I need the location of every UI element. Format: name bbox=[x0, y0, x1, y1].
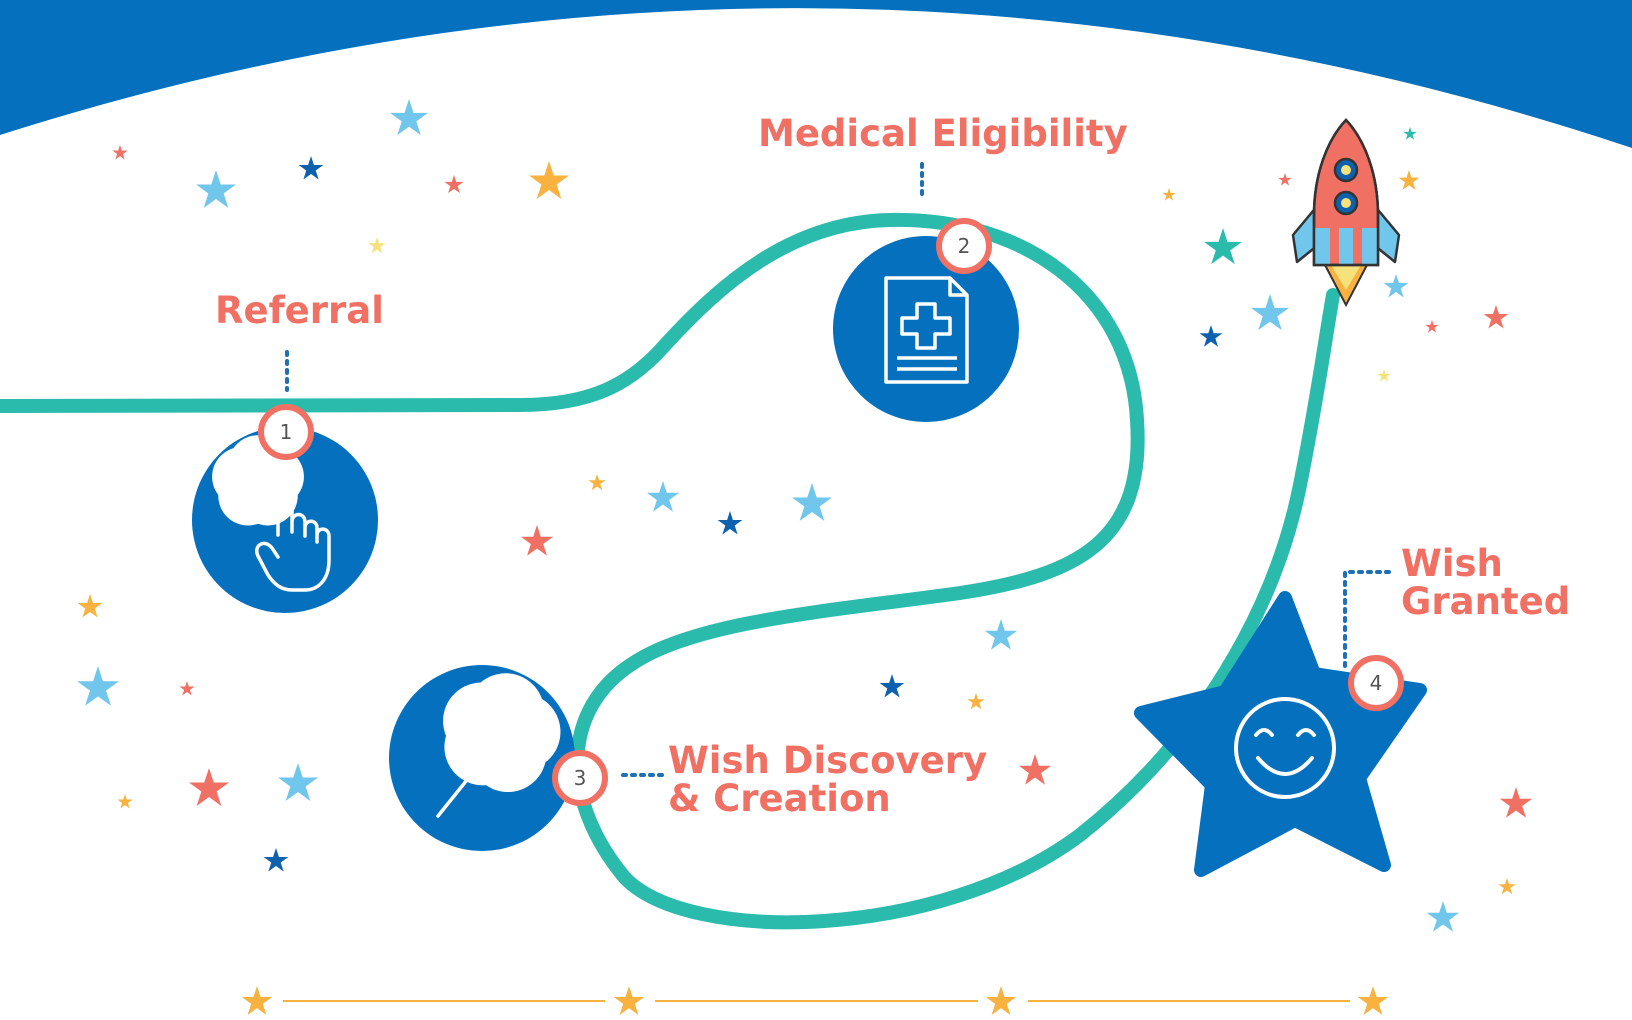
step-3-title-line-1: Wish Discovery bbox=[668, 739, 988, 782]
star bbox=[1426, 901, 1460, 932]
step-3-icon-circle bbox=[389, 665, 575, 851]
header-arc-band bbox=[0, 0, 1632, 148]
step-4-icon-star bbox=[1134, 591, 1427, 877]
star bbox=[196, 170, 236, 208]
svg-text:3: 3 bbox=[574, 766, 587, 790]
star bbox=[1483, 305, 1509, 329]
star bbox=[179, 681, 195, 696]
star bbox=[1499, 787, 1533, 818]
star bbox=[389, 99, 429, 136]
star bbox=[444, 175, 464, 194]
step-2-icon-circle bbox=[833, 236, 1019, 422]
star bbox=[1250, 294, 1290, 331]
star bbox=[967, 693, 985, 710]
step-4-title: Wish Granted bbox=[1401, 545, 1570, 621]
star bbox=[263, 848, 289, 872]
star bbox=[112, 145, 128, 160]
star bbox=[792, 483, 832, 521]
step-1-title: Referral bbox=[215, 289, 384, 332]
magic-wand-icon bbox=[436, 703, 528, 818]
star bbox=[117, 794, 133, 809]
svg-text:1: 1 bbox=[280, 420, 293, 444]
svg-text:4: 4 bbox=[1370, 671, 1383, 695]
step-3-title: Wish Discovery & Creation bbox=[668, 742, 987, 818]
star bbox=[1018, 754, 1052, 785]
star bbox=[588, 474, 606, 491]
star bbox=[368, 237, 386, 254]
pointing-hand-with-star-icon bbox=[242, 465, 331, 592]
journey-path bbox=[0, 212, 1340, 930]
star bbox=[984, 619, 1018, 650]
dotted-leaders bbox=[285, 162, 1397, 777]
star bbox=[879, 674, 905, 698]
star bbox=[278, 763, 318, 801]
star bbox=[189, 768, 229, 806]
step-2-badge: 2 bbox=[936, 218, 992, 274]
star bbox=[1498, 878, 1516, 895]
step-2-title: Medical Eligibility bbox=[758, 112, 1128, 155]
step-4-title-line-2: Granted bbox=[1401, 580, 1571, 623]
step-4-badge: 4 bbox=[1348, 655, 1404, 711]
star bbox=[1357, 986, 1389, 1015]
star bbox=[1162, 188, 1176, 201]
star bbox=[77, 666, 119, 706]
star bbox=[985, 986, 1017, 1015]
footer-star-divider bbox=[241, 986, 1389, 1015]
star bbox=[646, 481, 680, 512]
step-1-badge: 1 bbox=[258, 404, 314, 460]
step-1-icon-circle bbox=[192, 427, 378, 613]
svg-text:2: 2 bbox=[958, 234, 971, 258]
smiley-face-icon bbox=[1234, 697, 1336, 799]
star bbox=[1398, 170, 1420, 190]
star bbox=[1199, 325, 1223, 347]
star bbox=[77, 594, 103, 618]
star bbox=[241, 986, 273, 1015]
star bbox=[520, 525, 554, 556]
rocket-icon bbox=[1291, 118, 1401, 308]
star bbox=[1278, 173, 1292, 186]
star bbox=[298, 156, 324, 180]
star bbox=[1377, 369, 1391, 382]
step-3-title-line-2: & Creation bbox=[668, 777, 891, 820]
star bbox=[529, 161, 569, 199]
star bbox=[1383, 274, 1409, 298]
star bbox=[717, 511, 743, 535]
star bbox=[1403, 127, 1417, 140]
medical-document-icon bbox=[884, 276, 969, 384]
step-4-title-line-1: Wish bbox=[1401, 542, 1503, 585]
star bbox=[1203, 228, 1243, 265]
star bbox=[613, 986, 645, 1015]
star bbox=[1425, 320, 1439, 333]
step-3-badge: 3 bbox=[552, 750, 608, 806]
